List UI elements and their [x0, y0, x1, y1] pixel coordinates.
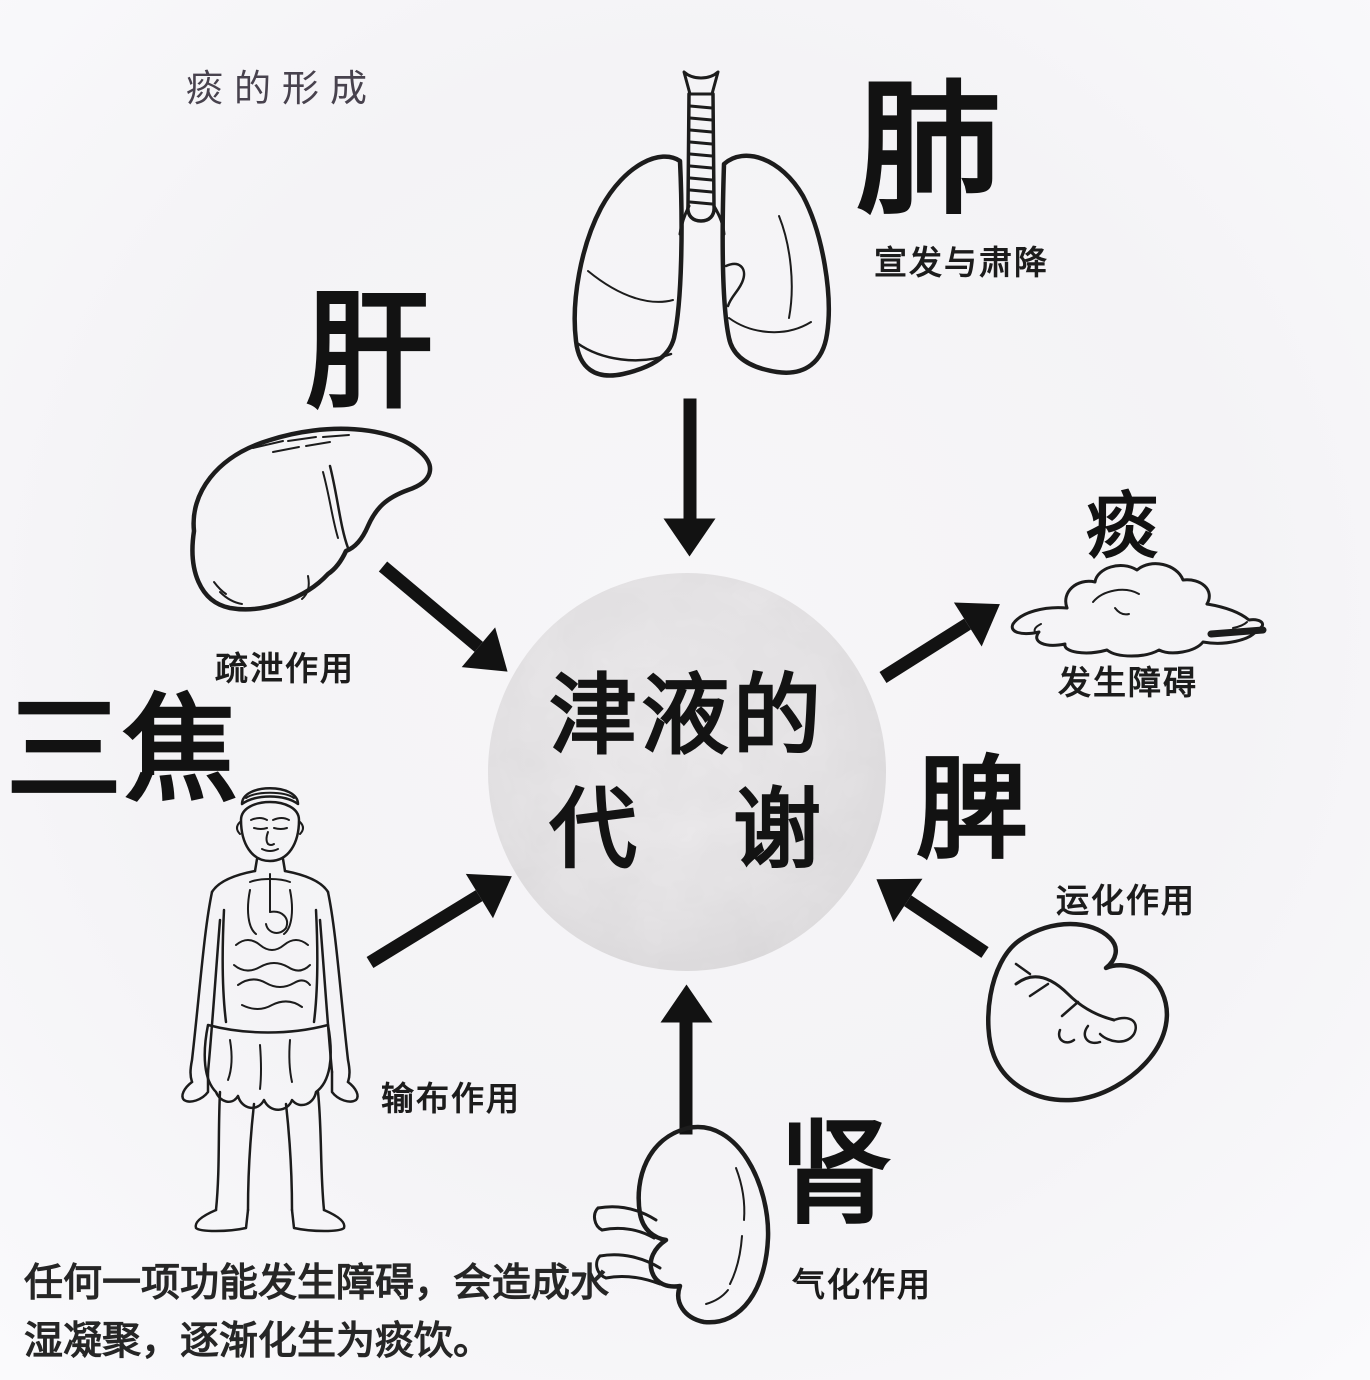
label-phlegm: 痰 [1086, 483, 1159, 568]
center-node-fluid-metabolism: 津液的代 谢 [487, 572, 887, 972]
label-liver: 肝 [305, 277, 434, 427]
function-sanjiao: 输布作用 [381, 1079, 521, 1118]
phlegm-icon [1010, 562, 1267, 658]
label-lung: 肺 [856, 65, 1001, 235]
footer-line2: 湿凝聚，逐渐化生为痰饮。 [24, 1320, 493, 1363]
arrow-lung-to-center [683, 398, 697, 519]
center-line2: 代 谢 [548, 777, 825, 881]
function-spleen: 运化作用 [1056, 881, 1196, 920]
page-title: 痰的形成 [186, 68, 378, 109]
lungs-icon [572, 70, 831, 378]
function-kidney: 气化作用 [792, 1265, 932, 1304]
human-body-icon [181, 787, 359, 1233]
function-phlegm: 发生障碍 [1058, 663, 1198, 702]
function-lung: 宣发与肃降 [874, 243, 1049, 282]
center-line1: 津液的 [548, 662, 825, 767]
liver-icon [190, 426, 433, 612]
spleen-icon [986, 921, 1170, 1103]
footer-line1: 任何一项功能发生障碍，会造成水 [24, 1262, 610, 1305]
center-title: 津液的代 谢 [549, 658, 825, 887]
label-spleen: 脾 [916, 744, 1028, 875]
label-sanjiao: 三焦 [6, 682, 238, 818]
kidney-icon [593, 1124, 771, 1325]
arrow-center-to-phlegm [879, 618, 971, 683]
label-kidney: 肾 [778, 1106, 893, 1240]
center-circle-texture [488, 573, 886, 971]
function-liver: 疏泄作用 [215, 649, 355, 688]
